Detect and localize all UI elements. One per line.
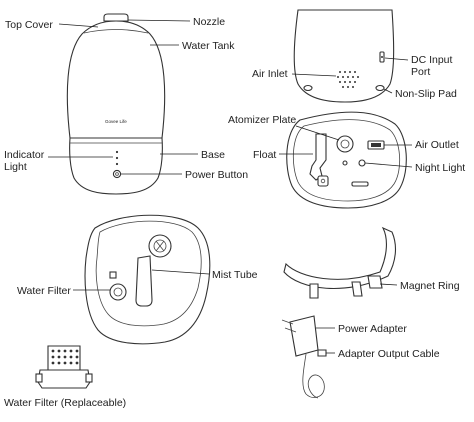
magnet-clip — [309, 283, 319, 299]
power-adapter-view — [281, 315, 327, 399]
mist-tube-shape — [135, 255, 153, 307]
indicator-dot — [115, 156, 119, 160]
water-filter-in-tank — [109, 283, 127, 301]
underside-callouts: Air Inlet DC Input Port Non-Slip Pad — [252, 54, 457, 100]
power-button-label: Power Button — [185, 169, 248, 181]
atomizer-plate-shape — [336, 135, 354, 153]
dc-input-leader — [384, 57, 409, 61]
tank-interior-view — [84, 214, 211, 345]
adapter-output-cable-label: Adapter Output Cable — [338, 348, 440, 360]
base-top-view — [286, 111, 407, 209]
non-slip-pad-shape — [375, 84, 385, 92]
water-filter-in-tank-inner — [113, 287, 123, 297]
base-underside-view — [293, 9, 395, 103]
filter-tab-right — [85, 373, 93, 383]
float-clip-hole — [320, 178, 326, 184]
tank-callouts: Mist Tube Water Filter — [17, 269, 258, 297]
filter-base — [37, 369, 91, 389]
mist-tube-label: Mist Tube — [212, 269, 258, 281]
air-outlet-slot — [371, 143, 381, 147]
small-tab — [109, 271, 117, 279]
nozzle-label: Nozzle — [193, 16, 225, 28]
indicator-dot — [115, 150, 119, 154]
night-light-strip — [351, 181, 369, 187]
non-slip-pad-leader — [383, 88, 393, 94]
mist-tube-top-inner — [153, 239, 167, 253]
power-button-shape — [112, 169, 122, 179]
float-label: Float — [253, 149, 276, 161]
front-view-callouts: Top Cover Nozzle Water Tank Indicator Li… — [4, 16, 248, 181]
humidifier-front-view: Govee Life — [66, 13, 166, 195]
mist-tube-leader — [151, 269, 210, 275]
air-inlet-leader — [291, 73, 337, 77]
brand-logo-text: Govee Life — [105, 119, 127, 124]
magnet-ring-shape — [283, 226, 397, 290]
filter-tab-left — [35, 373, 43, 383]
nozzle-leader — [127, 19, 191, 22]
adapter-cable-end — [317, 349, 327, 357]
air-inlet-label: Air Inlet — [252, 68, 288, 80]
replaceable-filter-view: Water Filter (Replaceable) — [4, 345, 126, 409]
air-inlet-holes — [337, 71, 359, 88]
top-view-callouts: Atomizer Plate Float Air Outlet Night Li… — [228, 114, 465, 174]
indicator-light-label: Indicator — [4, 149, 45, 161]
top-cover-seam — [83, 29, 149, 34]
float-clip — [317, 175, 329, 187]
base-label: Base — [201, 149, 225, 161]
small-sensor — [342, 160, 348, 166]
magnet-ring-view — [283, 226, 397, 299]
base-rim-inner — [292, 119, 400, 202]
night-light-label: Night Light — [415, 162, 465, 174]
top-cover-label: Top Cover — [5, 19, 53, 31]
indicator-dot — [115, 162, 119, 166]
adapter-body — [289, 315, 319, 357]
water-tank-shape — [66, 20, 166, 139]
base-shape — [69, 137, 163, 195]
adapter-cable — [302, 353, 325, 399]
adapter-callouts: Power Adapter Adapter Output Cable — [316, 323, 440, 360]
dc-input-label: DC Input — [411, 54, 453, 66]
top-cover-leader — [58, 23, 99, 28]
night-light-shape — [358, 159, 366, 167]
water-filter-replaceable-label: Water Filter (Replaceable) — [4, 397, 126, 409]
non-slip-pad-label: Non-Slip Pad — [395, 88, 457, 100]
adapter-prongs — [281, 319, 297, 333]
magnet-ring-leader — [379, 283, 398, 286]
magnet-ring-label: Magnet Ring — [400, 280, 460, 292]
power-button-inner — [115, 172, 119, 176]
indicator-light-label-line2: Light — [4, 161, 27, 173]
nozzle-shape — [103, 13, 129, 22]
dc-port-pin — [381, 56, 383, 58]
night-light-leader — [364, 162, 413, 168]
tank-rim-inner — [95, 220, 202, 327]
power-adapter-label: Power Adapter — [338, 323, 407, 335]
atomizer-plate-label: Atomizer Plate — [228, 114, 296, 126]
air-outlet-label: Air Outlet — [415, 139, 459, 151]
non-slip-pad-shape — [303, 84, 313, 92]
base-rim-outer — [286, 111, 407, 209]
magnet-clip — [367, 275, 383, 289]
water-tank-label: Water Tank — [182, 40, 235, 52]
magnet-callout: Magnet Ring — [379, 280, 460, 292]
mist-tube-fin — [155, 240, 165, 252]
magnet-clip — [351, 281, 363, 297]
atomizer-plate-leader — [295, 125, 340, 141]
filter-holes — [51, 349, 79, 365]
dc-input-label-line2: Port — [411, 66, 430, 78]
atomizer-plate-inner — [340, 139, 350, 149]
water-filter-label: Water Filter — [17, 285, 71, 297]
